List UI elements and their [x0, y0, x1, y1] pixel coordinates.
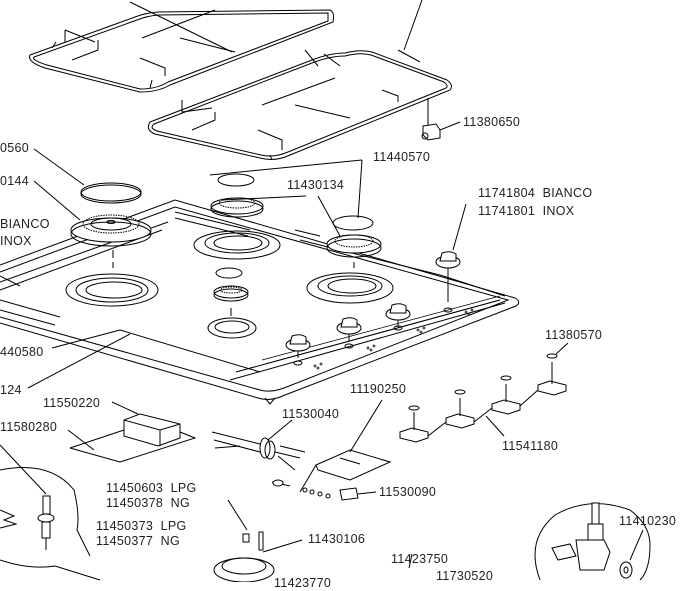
- burner-base: [213, 499, 303, 582]
- callout-11423770: 11423770: [274, 576, 332, 590]
- callout-11380570: 11380570: [545, 328, 603, 342]
- knob-2: [336, 317, 362, 349]
- callout-11410230: 11410230: [619, 514, 677, 528]
- rubber-foot: [421, 98, 461, 141]
- callout-11450373: 11450373 LPG: [96, 519, 187, 533]
- callout-bianco: BIANCO: [0, 217, 50, 231]
- callout-11190250: 11190250: [350, 382, 407, 396]
- bracket-plate: [271, 399, 392, 501]
- callout-11541180: 11541180: [502, 439, 559, 453]
- valve-detail: [534, 502, 651, 581]
- callout-11430134: 11430134: [287, 178, 345, 192]
- pan-support-right: [147, 0, 452, 161]
- callout-11450377: 11450377 NG: [96, 534, 180, 548]
- callout-11440570: 11440570: [373, 150, 431, 164]
- callout-124: 124: [0, 383, 22, 397]
- burner-right-large: [306, 215, 394, 304]
- callout-0144: 0144: [0, 174, 30, 188]
- callout-11430106: 11430106: [308, 532, 366, 546]
- ignition-harness: [399, 342, 569, 443]
- burner-back-middle: [193, 173, 281, 260]
- callout-inox: INOX: [0, 234, 32, 248]
- callout-11530040: 11530040: [282, 407, 340, 421]
- ignition-module: [69, 401, 197, 463]
- callout-11450603: 11450603 LPG: [106, 481, 197, 495]
- knob-4: [435, 251, 461, 313]
- knob-3: [385, 303, 411, 331]
- callout-11580280: 11580280: [0, 420, 58, 434]
- callout-11741801: 11741801 INOX: [478, 204, 575, 218]
- callout-11730520: 11730520: [436, 569, 494, 583]
- cable-clamp: [211, 419, 306, 471]
- injector-detail: [0, 444, 101, 581]
- pan-support-left: [29, 1, 335, 93]
- burner-small-front: [207, 267, 257, 339]
- callout-11550220: 11550220: [43, 396, 101, 410]
- large-burner-left: [65, 182, 159, 307]
- knob-1: [285, 334, 311, 366]
- callout-11423750: 11423750: [391, 552, 449, 566]
- callout-11741804: 11741804 BIANCO: [478, 186, 593, 200]
- callout-11450378: 11450378 NG: [106, 496, 190, 510]
- callout-11530090: 11530090: [379, 485, 437, 499]
- callout-440580: 440580: [0, 345, 44, 359]
- knobs: [285, 251, 474, 370]
- callout-0560: 0560: [0, 141, 30, 155]
- callout-11380650: 11380650: [463, 115, 521, 129]
- leader-lines: [0, 148, 467, 569]
